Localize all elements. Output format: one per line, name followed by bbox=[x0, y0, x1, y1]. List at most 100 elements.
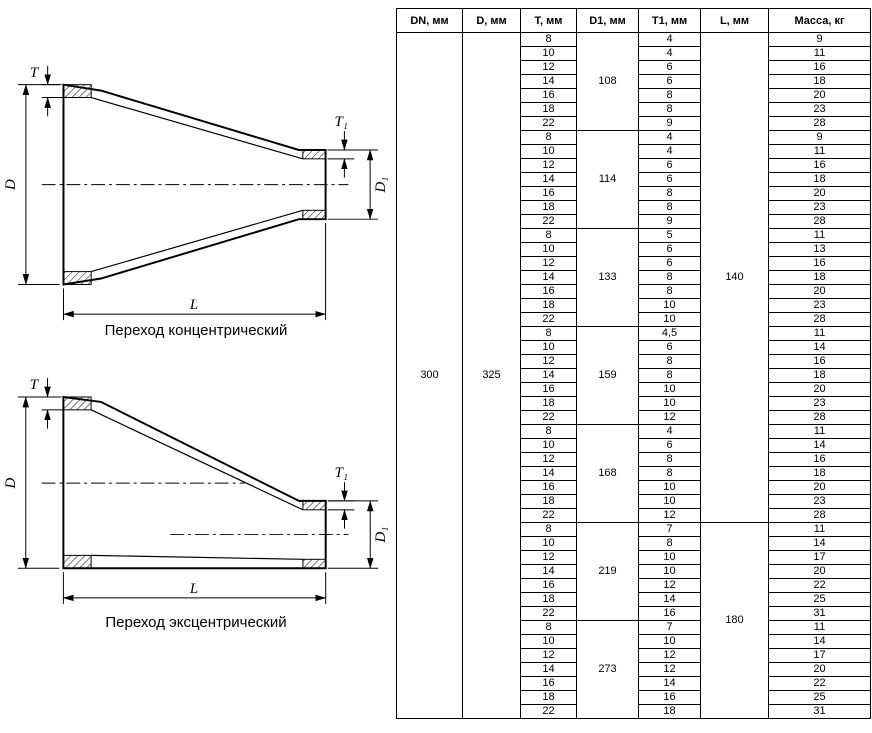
t-cell: 22 bbox=[520, 704, 577, 719]
t-cell: 18 bbox=[520, 298, 577, 313]
t1-cell: 4 bbox=[638, 144, 701, 159]
dim-label-T: T bbox=[30, 65, 40, 81]
d1-cell: 108 bbox=[576, 32, 639, 131]
mass-cell: 18 bbox=[768, 74, 871, 89]
mass-cell: 18 bbox=[768, 172, 871, 187]
mass-cell: 25 bbox=[768, 690, 871, 705]
mass-cell: 31 bbox=[768, 606, 871, 621]
t1-cell: 9 bbox=[638, 214, 701, 229]
mass-cell: 31 bbox=[768, 704, 871, 719]
t-cell: 18 bbox=[520, 396, 577, 411]
eccentric-caption: Переход эксцентрический bbox=[105, 614, 287, 631]
t1-cell: 8 bbox=[638, 354, 701, 369]
d-cell: 325 bbox=[462, 32, 521, 719]
t-cell: 18 bbox=[520, 494, 577, 509]
mass-cell: 16 bbox=[768, 60, 871, 75]
t1-cell: 6 bbox=[638, 340, 701, 355]
drawings-panel: D D₁ T T₁ bbox=[0, 0, 396, 733]
t-cell: 16 bbox=[520, 284, 577, 299]
t1-cell: 6 bbox=[638, 172, 701, 187]
mass-cell: 18 bbox=[768, 466, 871, 481]
wall-section-hatch bbox=[62, 554, 92, 569]
t1-cell: 8 bbox=[638, 102, 701, 117]
t-cell: 14 bbox=[520, 74, 577, 89]
mass-cell: 28 bbox=[768, 508, 871, 523]
mass-cell: 22 bbox=[768, 578, 871, 593]
t1-cell: 10 bbox=[638, 634, 701, 649]
t1-cell: 8 bbox=[638, 536, 701, 551]
inner-wall-bottom bbox=[91, 554, 303, 560]
t-cell: 16 bbox=[520, 382, 577, 397]
table-row: 10 10 14 bbox=[397, 634, 871, 649]
d1-cell: 168 bbox=[576, 424, 639, 523]
mass-cell: 20 bbox=[768, 186, 871, 201]
t-cell: 8 bbox=[520, 228, 577, 243]
t1-cell: 5 bbox=[638, 228, 701, 243]
wall-section-hatch bbox=[302, 558, 327, 569]
l-cell: 180 bbox=[700, 522, 769, 719]
mass-cell: 11 bbox=[768, 228, 871, 243]
t1-cell: 10 bbox=[638, 494, 701, 509]
mass-cell: 11 bbox=[768, 46, 871, 61]
dim-label-D: D bbox=[3, 179, 19, 191]
mass-cell: 11 bbox=[768, 144, 871, 159]
t-cell: 22 bbox=[520, 116, 577, 131]
t-cell: 10 bbox=[520, 340, 577, 355]
t1-cell: 4 bbox=[638, 130, 701, 145]
mass-cell: 13 bbox=[768, 242, 871, 257]
t-cell: 16 bbox=[520, 88, 577, 103]
t-cell: 22 bbox=[520, 508, 577, 523]
inner-wall-bottom bbox=[91, 209, 304, 273]
t-cell: 18 bbox=[520, 690, 577, 705]
mass-cell: 20 bbox=[768, 382, 871, 397]
mass-cell: 28 bbox=[768, 312, 871, 327]
eccentric-reducer-drawing: D D₁ T T₁ bbox=[3, 377, 389, 604]
table-row: 14 6 18 bbox=[397, 172, 871, 187]
mass-cell: 17 bbox=[768, 550, 871, 565]
t-cell: 12 bbox=[520, 550, 577, 565]
dim-label-D1: D₁ bbox=[373, 177, 389, 194]
dim-label-D1: D₁ bbox=[373, 527, 389, 544]
t-cell: 10 bbox=[520, 536, 577, 551]
dim-label-T1: T₁ bbox=[334, 114, 347, 130]
t-cell: 14 bbox=[520, 172, 577, 187]
mass-cell: 14 bbox=[768, 536, 871, 551]
t1-cell: 10 bbox=[638, 396, 701, 411]
t-cell: 8 bbox=[520, 326, 577, 341]
d1-cell: 114 bbox=[576, 130, 639, 229]
mass-cell: 28 bbox=[768, 116, 871, 131]
dim-label-D: D bbox=[3, 477, 19, 489]
mass-cell: 14 bbox=[768, 340, 871, 355]
t-cell: 18 bbox=[520, 102, 577, 117]
t-cell: 16 bbox=[520, 480, 577, 495]
mass-cell: 25 bbox=[768, 592, 871, 607]
wall-section-hatch bbox=[302, 209, 327, 220]
inner-wall-top bbox=[90, 409, 304, 511]
mass-cell: 14 bbox=[768, 634, 871, 649]
column-header: T1, мм bbox=[638, 8, 701, 33]
mass-cell: 11 bbox=[768, 326, 871, 341]
t-cell: 14 bbox=[520, 466, 577, 481]
concentric-reducer-drawing: D D₁ T T₁ bbox=[3, 65, 389, 321]
t1-cell: 8 bbox=[638, 200, 701, 215]
t-cell: 10 bbox=[520, 634, 577, 649]
t-cell: 10 bbox=[520, 144, 577, 159]
table-row: 10 6 14 bbox=[397, 340, 871, 355]
t-cell: 16 bbox=[520, 186, 577, 201]
mass-cell: 9 bbox=[768, 32, 871, 47]
column-header: T, мм bbox=[520, 8, 577, 33]
l-cell: 140 bbox=[700, 32, 769, 523]
